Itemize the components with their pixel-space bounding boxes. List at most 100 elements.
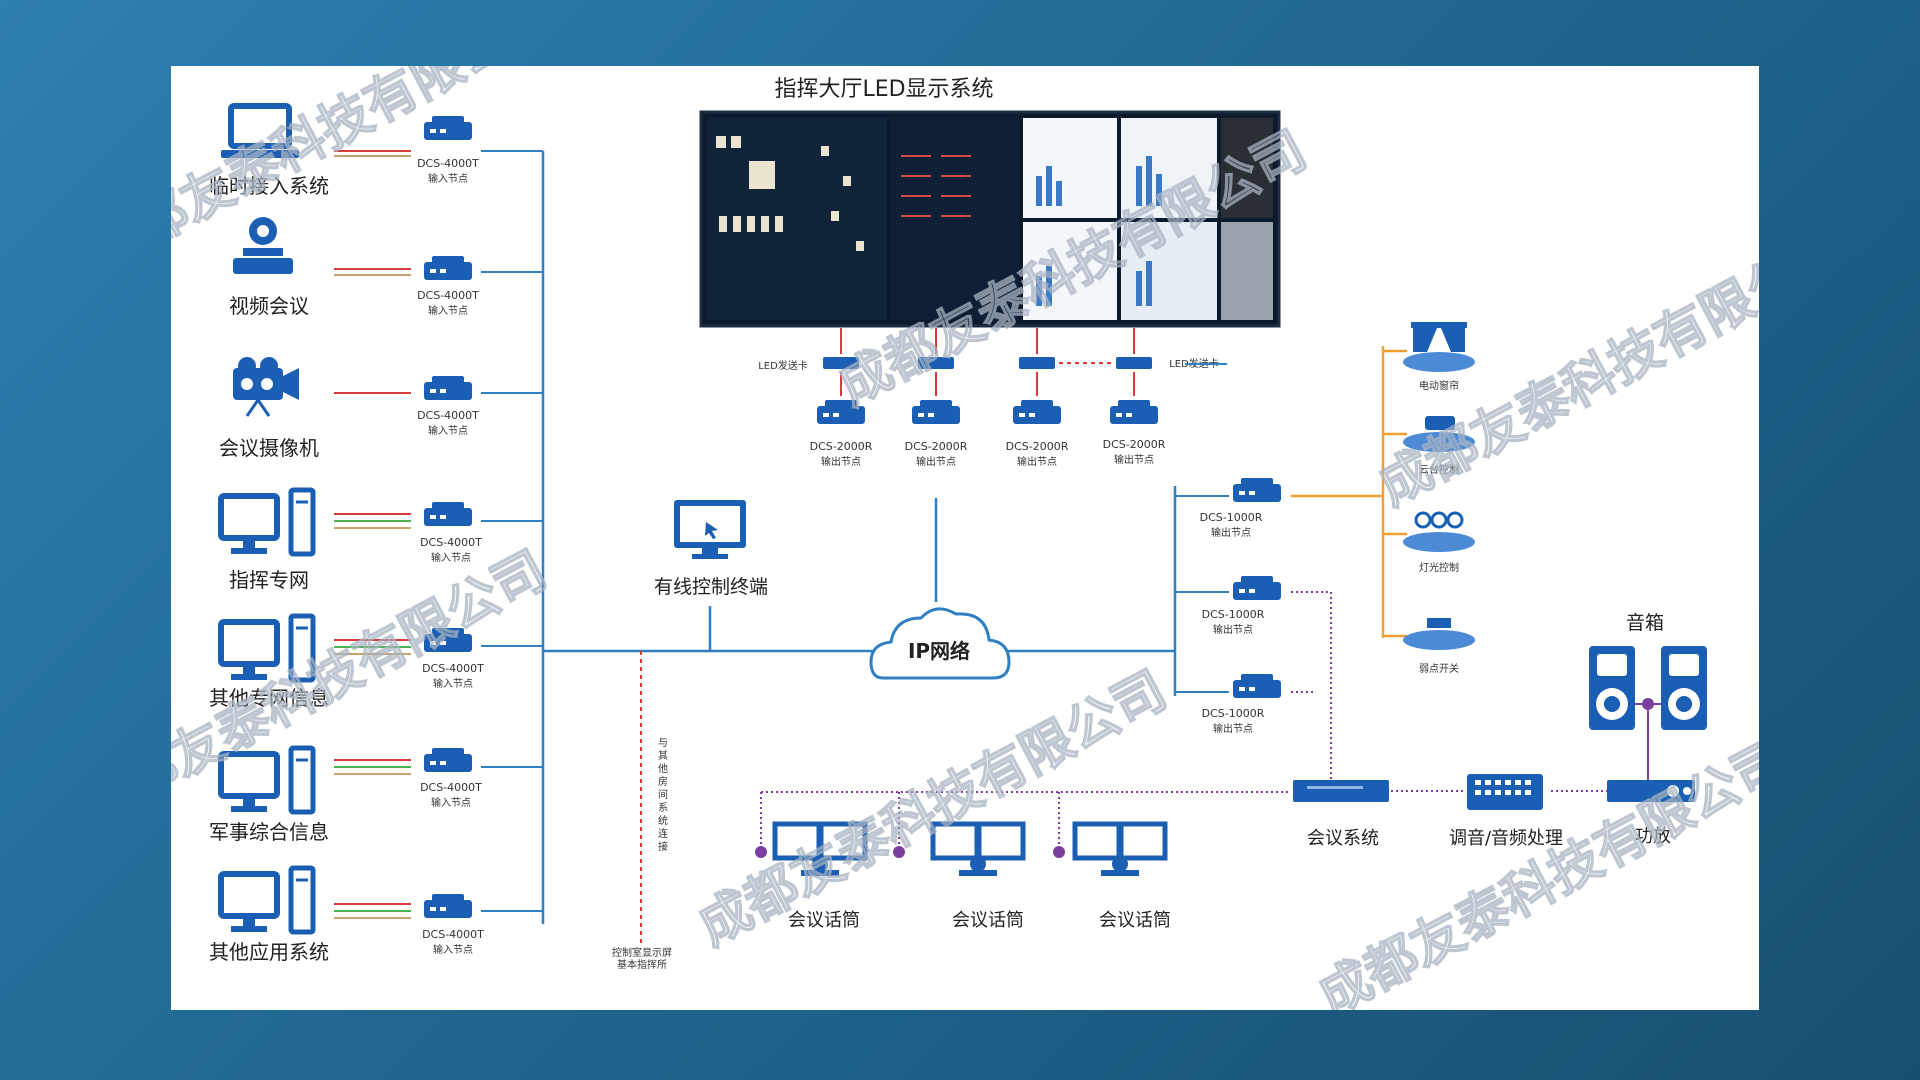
- input-node-device-icon: [424, 376, 472, 400]
- output-node-role: 输出节点: [916, 455, 956, 468]
- input-node-role: 输入节点: [428, 424, 468, 437]
- table-rows: [901, 155, 971, 217]
- input-node-model: DCS-4000T: [417, 157, 479, 170]
- source-row: 指挥专网 DCS-4000T 输入节点: [218, 487, 543, 592]
- mic-label: 会议话筒: [1099, 910, 1171, 931]
- input-node-device-icon: [424, 116, 472, 140]
- input-node-role: 输入节点: [428, 304, 468, 317]
- mic-icon: [1053, 846, 1065, 858]
- mic-label: 会议话筒: [952, 910, 1024, 931]
- curtain-icon: [1403, 322, 1475, 372]
- control-device-row: 灯光控制: [1383, 511, 1475, 574]
- source-row: 军事综合信息 DCS-4000T 输入节点: [209, 745, 543, 844]
- source-row: 其他应用系统 DCS-4000T 输入节点: [209, 865, 543, 964]
- led-sender-card-icon: [918, 357, 954, 369]
- amplifier-label: 功放: [1635, 826, 1671, 847]
- source-row: 会议摄像机 DCS-4000T 输入节点: [219, 357, 543, 460]
- output-node-model: DCS-1000R: [1202, 707, 1265, 720]
- audio-links: [760, 591, 1611, 856]
- watermark-text: 成都友泰科技有限公司: [171, 66, 566, 282]
- conference-system-label: 会议系统: [1307, 828, 1379, 849]
- right-output-row: DCS-1000R 输出节点: [1175, 674, 1281, 735]
- input-node-role: 输入节点: [433, 677, 473, 690]
- conference-mic-group: 会议话筒: [893, 821, 1026, 931]
- desktop-pc-icon: [218, 865, 316, 935]
- output-node-device-icon: [1013, 400, 1061, 424]
- source-label: 军事综合信息: [209, 820, 329, 844]
- diagram-canvas: 指挥大厅LED显示系统 临时接入系统 DCS-4000T 输入节点: [171, 66, 1759, 1010]
- led-sender-card-icon: [823, 357, 859, 369]
- source-label: 其他应用系统: [209, 940, 329, 964]
- source-row: 其他专网信息 DCS-4000T 输入节点: [209, 613, 543, 710]
- input-node-model: DCS-4000T: [422, 662, 484, 675]
- switch-icon: [1403, 618, 1475, 650]
- cloud-icon: [869, 607, 1011, 680]
- diagram-title: 指挥大厅LED显示系统: [774, 77, 993, 102]
- led-sender-card-icon: [1116, 357, 1152, 369]
- input-node-model: DCS-4000T: [417, 289, 479, 302]
- touch-monitor-icon: [674, 500, 746, 559]
- ip-network-cloud: IP网络: [869, 607, 1011, 680]
- output-node-device-icon: [1233, 478, 1281, 502]
- control-label: 灯光控制: [1419, 561, 1459, 574]
- ptz-icon: [1403, 416, 1475, 452]
- source-label: 其他专网信息: [209, 686, 329, 710]
- conference-camera-icon: [233, 217, 293, 274]
- desktop-pc-icon: [218, 613, 316, 683]
- input-node-role: 输入节点: [428, 172, 468, 185]
- right-output-row: DCS-1000R 输出节点: [1175, 478, 1281, 539]
- mic-label: 会议话筒: [788, 910, 860, 931]
- video-camera-icon: [233, 357, 299, 417]
- network-label: IP网络: [908, 639, 970, 663]
- output-node-model: DCS-1000R: [1200, 511, 1263, 524]
- input-node-model: DCS-4000T: [417, 409, 479, 422]
- schematic-blocks: [716, 136, 864, 251]
- control-label: 弱点开关: [1419, 662, 1459, 675]
- output-node-role: 输出节点: [1017, 455, 1057, 468]
- conference-mic-group: 会议话筒: [1053, 821, 1171, 931]
- input-node-device-icon: [424, 748, 472, 772]
- control-device-row: 弱点开关: [1383, 618, 1475, 675]
- wall-panel-camera-feeds: [1221, 222, 1273, 320]
- led-output-column: DCS-2000R 输出节点: [1006, 328, 1069, 468]
- conference-unit-icon: [1293, 780, 1389, 802]
- output-node-model: DCS-2000R: [1103, 438, 1166, 451]
- dashboard-bars: [1036, 156, 1162, 306]
- terminal-label: 有线控制终端: [654, 576, 768, 598]
- control-room-label: 基本指挥所: [617, 958, 667, 971]
- dual-monitor-icon: [930, 821, 1026, 876]
- output-node-device-icon: [912, 400, 960, 424]
- source-row: 视频会议 DCS-4000T 输入节点: [229, 217, 543, 318]
- control-device-row: 云台控制: [1383, 416, 1475, 476]
- conference-mic-group: 会议话筒: [755, 821, 868, 931]
- input-node-device-icon: [424, 256, 472, 280]
- input-node-role: 输入节点: [431, 796, 471, 809]
- source-label: 指挥专网: [229, 568, 309, 592]
- right-output-row: DCS-1000R 输出节点: [1175, 576, 1281, 636]
- input-node-role: 输入节点: [433, 943, 473, 956]
- control-label: 云台控制: [1419, 463, 1459, 476]
- wired-control-terminal: 有线控制终端: [654, 500, 768, 651]
- mic-icon: [755, 846, 767, 858]
- output-node-device-icon: [1233, 674, 1281, 698]
- audio-processing: 调音/音频处理: [1449, 774, 1563, 849]
- output-node-model: DCS-2000R: [905, 440, 968, 453]
- laptop-icon: [221, 103, 299, 158]
- input-node-model: DCS-4000T: [420, 536, 482, 549]
- output-node-role: 输出节点: [1211, 526, 1251, 539]
- input-node-model: DCS-4000T: [420, 781, 482, 794]
- control-label: 电动窗帘: [1419, 379, 1459, 392]
- wall-panel-monitor-grid: [1221, 118, 1273, 218]
- source-label: 会议摄像机: [219, 436, 319, 460]
- led-output-row: LED发送卡 LED发送卡 DCS-2000R 输出节点 DCS-2000R 输: [758, 328, 1227, 468]
- led-output-column: DCS-2000R 输出节点: [1103, 328, 1166, 466]
- mic-icon: [893, 846, 905, 858]
- control-room-label: 控制室显示屏: [612, 946, 672, 959]
- lighting-icon: [1403, 511, 1475, 552]
- dual-monitor-icon: [1072, 821, 1168, 876]
- output-node-device-icon: [1233, 576, 1281, 600]
- output-node-model: DCS-2000R: [1006, 440, 1069, 453]
- amplifier: 功放: [1607, 780, 1695, 847]
- output-node-role: 输出节点: [821, 455, 861, 468]
